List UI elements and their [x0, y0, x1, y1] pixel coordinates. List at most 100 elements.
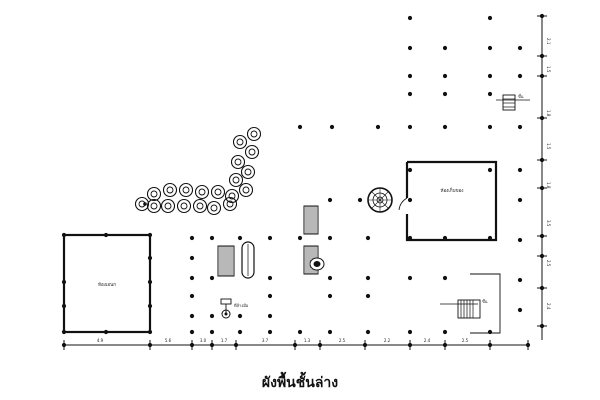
dim-tick-dot — [189, 342, 195, 348]
column-dot — [407, 91, 413, 97]
dim-right-0: 2.1 — [546, 38, 551, 45]
tree-circle-inner — [198, 188, 206, 196]
column-dot — [237, 329, 243, 335]
tree-circle-inner — [150, 202, 158, 210]
column-dot — [209, 313, 215, 319]
column-dot — [61, 303, 67, 309]
dim-tick-dot — [147, 342, 153, 348]
tree-clusters — [134, 126, 262, 216]
column-dot — [267, 235, 273, 241]
dim-tick-dot — [407, 342, 413, 348]
right-dimension-line — [537, 13, 547, 340]
dim-bottom-8: 2.4 — [424, 338, 431, 343]
column-dot — [407, 329, 413, 335]
column-dot — [407, 275, 413, 281]
column-dot — [442, 73, 448, 79]
tree-circle-inner — [226, 200, 234, 208]
column-dot — [407, 197, 413, 203]
dim-tick-dot — [292, 342, 298, 348]
tree-circle-inner — [182, 186, 190, 194]
dim-tick-dot — [539, 13, 545, 19]
room-right-label: ห้องเก็บของ — [441, 186, 464, 194]
plan-title: ผังพื้นชั้นล่าง — [261, 375, 339, 391]
tree-circle — [210, 184, 226, 200]
tree-circle — [162, 182, 178, 198]
dim-right-5: 3.5 — [546, 220, 551, 227]
dim-tick-dot — [539, 253, 545, 259]
dim-tick-dot — [539, 323, 545, 329]
dim-tick-dot — [442, 342, 448, 348]
dim-tick-dot — [539, 233, 545, 239]
tree-circle — [240, 164, 256, 180]
table-left — [217, 245, 235, 277]
tree-circle — [246, 126, 262, 142]
tree-circle-inner — [244, 168, 252, 176]
column-dot — [267, 313, 273, 319]
column-dot — [189, 275, 195, 281]
tree-circle-inner — [228, 192, 236, 200]
long-bench — [241, 241, 255, 279]
column-dot — [61, 329, 67, 335]
stair-bottom-label: ขึ้น — [482, 297, 488, 304]
tree-circle-inner — [166, 186, 174, 194]
tree-circle-inner — [180, 202, 188, 210]
column-dot — [327, 275, 333, 281]
round-table — [367, 187, 393, 213]
column-dot — [147, 329, 153, 335]
column-dot — [517, 45, 523, 51]
tree-circle-inner — [250, 130, 258, 138]
column-dot — [407, 15, 413, 21]
column-dot — [103, 232, 109, 238]
dim-tick-dot — [61, 342, 67, 348]
stair-bottom: ขึ้น — [440, 273, 501, 334]
tree-circle-inner — [236, 138, 244, 146]
column-dot — [267, 329, 273, 335]
column-dot — [517, 73, 523, 79]
dim-tick-dot — [487, 342, 493, 348]
column-dot — [209, 329, 215, 335]
column-dot — [189, 329, 195, 335]
column-dot — [267, 275, 273, 281]
column-dot — [189, 293, 195, 299]
dim-bottom-7: 2.2 — [384, 338, 391, 343]
column-dot — [517, 124, 523, 130]
tree-circle-inner — [196, 202, 204, 210]
tree-circle-inner — [242, 186, 250, 194]
column-dot — [517, 197, 523, 203]
tree-circle — [222, 196, 238, 212]
dim-tick-dot — [539, 185, 545, 191]
column-dot — [487, 73, 493, 79]
column-dot — [517, 167, 523, 173]
column-dot — [365, 329, 371, 335]
tree-circle — [232, 134, 248, 150]
column-dot — [487, 15, 493, 21]
column-dot — [487, 235, 493, 241]
tree-circle-inner — [248, 148, 256, 156]
dim-tick-dot — [539, 53, 545, 59]
column-dot — [61, 279, 67, 285]
dim-bottom-0: 4.9 — [97, 338, 104, 343]
tree-circle-inner — [232, 176, 240, 184]
column-dot — [189, 235, 195, 241]
dim-tick-dot — [539, 285, 545, 291]
column-dot — [487, 167, 493, 173]
column-grid — [61, 15, 523, 335]
dim-bottom-4: 3.7 — [262, 338, 269, 343]
column-dot — [327, 293, 333, 299]
column-dot — [147, 279, 153, 285]
dim-bottom-2: 3.0 — [200, 338, 207, 343]
column-dot — [357, 197, 363, 203]
column-dot — [365, 235, 371, 241]
right-dimension-labels: 2.1 1.5 1.8 1.5 1.8 3.5 2.5 2.4 — [546, 38, 551, 310]
dim-right-2: 1.8 — [546, 110, 551, 117]
bottom-dimension-labels: 4.9 5.6 3.0 1.7 3.7 1.3 2.5 2.2 2.4 2.5 — [97, 338, 469, 343]
column-dot — [517, 307, 523, 313]
column-dot — [329, 124, 335, 130]
column-dot — [147, 303, 153, 309]
dim-bottom-3: 1.7 — [221, 338, 228, 343]
dim-bottom-1: 5.6 — [165, 338, 172, 343]
table-lower-center — [303, 245, 325, 275]
room-right: ห้องเก็บของ — [398, 160, 498, 242]
column-dot — [147, 232, 153, 238]
dim-bottom-6: 2.5 — [339, 338, 346, 343]
